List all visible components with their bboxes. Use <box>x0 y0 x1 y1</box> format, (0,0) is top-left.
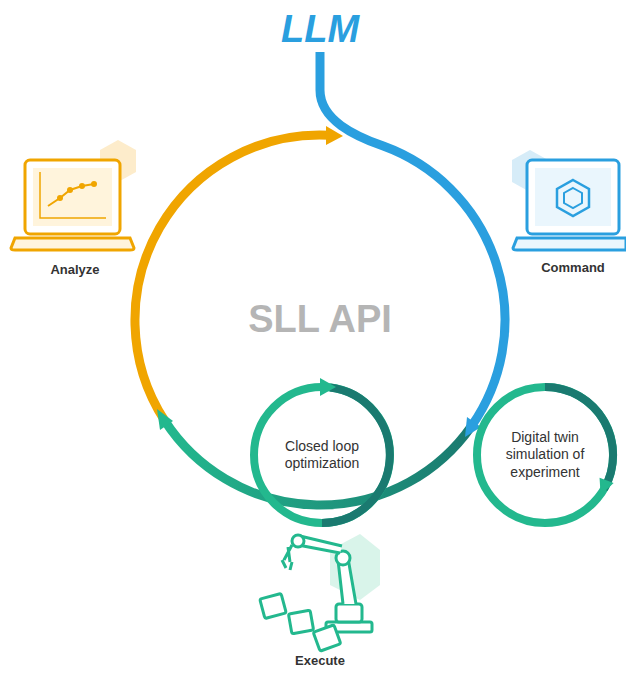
execute-arc <box>165 421 472 505</box>
twin-ring <box>477 387 613 523</box>
arrow-head <box>320 378 336 396</box>
arrow-head <box>594 478 614 498</box>
analyze-arc <box>135 135 330 421</box>
arrow-head <box>157 409 173 430</box>
llm-title: LLM <box>281 8 359 51</box>
command-arc <box>320 52 505 426</box>
node-text: Closed loop optimization <box>272 438 372 473</box>
analyze-label: Analyze <box>50 262 99 277</box>
twin-circle: Digital twin simulation of experiment <box>485 395 605 515</box>
analyze-laptop-icon <box>11 140 136 250</box>
node-text: SLL API <box>248 296 392 344</box>
execute-robot-icon <box>260 534 380 651</box>
command-laptop-icon <box>512 150 626 250</box>
command-label: Command <box>541 260 605 275</box>
loop-circle: Closed loop optimization <box>262 395 382 515</box>
loop-ring <box>254 387 390 523</box>
execute-label: Execute <box>295 653 345 668</box>
node-text: Digital twin simulation of experiment <box>493 429 597 482</box>
